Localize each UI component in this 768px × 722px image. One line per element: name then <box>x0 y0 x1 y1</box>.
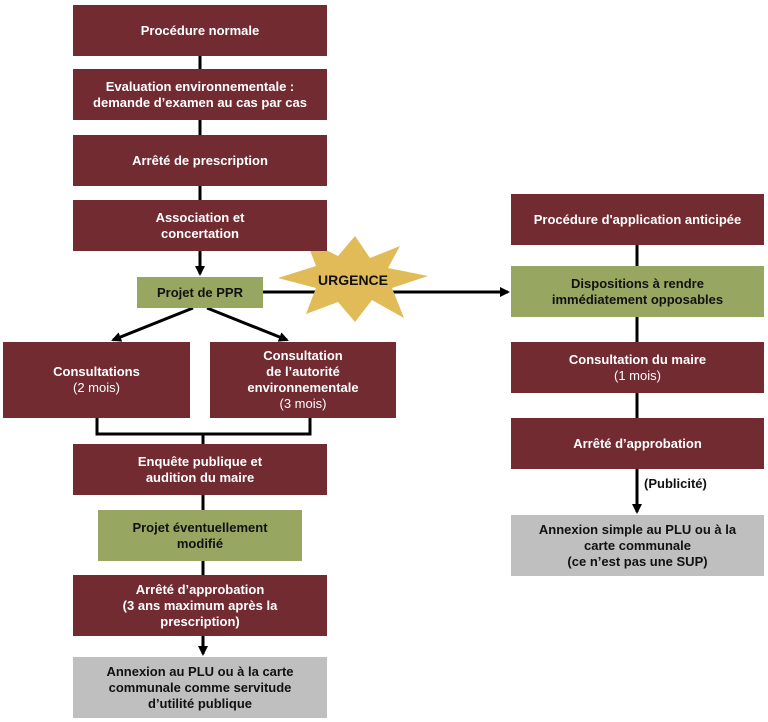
step-label: demande d’examen au cas par cas <box>93 94 307 110</box>
step-arrete-approbation: Arrêté d’approbation (3 ans maximum aprè… <box>73 575 327 636</box>
step-label: immédiatement opposables <box>551 291 724 307</box>
step-annexion-simple: Annexion simple au PLU ou à la carte com… <box>511 515 764 576</box>
step-consultations: Consultations (2 mois) <box>3 342 190 418</box>
step-label: Evaluation environnementale : <box>105 78 295 94</box>
step-label: Arrêté d’approbation <box>573 435 702 451</box>
arrow-to-consultation-ae <box>206 306 289 342</box>
urgence-star-icon <box>278 236 428 322</box>
step-label: concertation <box>160 225 239 241</box>
arrow-to-consultations <box>111 306 194 342</box>
step-label: Consultation du maire <box>568 351 707 367</box>
step-label: Projet éventuellement <box>132 519 268 535</box>
step-procedure-normale: Procédure normale <box>73 5 327 56</box>
step-label: Enquête publique et <box>137 453 263 469</box>
publicite-label: (Publicité) <box>644 476 707 491</box>
step-procedure-anticipee: Procédure d'application anticipée <box>511 194 764 245</box>
step-label: (ce n’est pas une SUP) <box>567 553 708 569</box>
urgence-label: URGENCE <box>318 272 389 288</box>
step-arrete-prescription: Arrêté de prescription <box>73 135 327 186</box>
step-annexion-plu: Annexion au PLU ou à la carte communale … <box>73 657 327 718</box>
step-association-concertation: Association et concertation <box>73 200 327 251</box>
step-label: prescription) <box>160 613 240 629</box>
step-label: Association et <box>155 209 245 225</box>
step-label: Procédure normale <box>140 22 260 38</box>
step-label: de l’autorité <box>266 364 340 379</box>
step-label: (3 ans maximum après la <box>122 597 278 613</box>
step-label: carte communale <box>584 537 691 553</box>
step-label: Annexion au PLU ou à la carte <box>106 663 294 679</box>
step-label: Procédure d'application anticipée <box>533 211 742 227</box>
step-duration: (1 mois) <box>614 367 661 383</box>
step-label: environnementale <box>247 380 359 395</box>
step-label: communale comme servitude <box>108 679 292 695</box>
step-label: Consultation <box>263 348 343 363</box>
step-projet-modifie: Projet éventuellement modifié <box>98 510 302 561</box>
step-duration: (2 mois) <box>73 380 120 395</box>
step-consultation-autorite-environnementale: Consultation de l’autorité environnement… <box>210 342 396 418</box>
step-label: Consultations <box>53 364 140 379</box>
step-duration: (3 mois) <box>279 396 327 411</box>
merge-connector <box>95 418 312 436</box>
step-label: Projet de PPR <box>157 284 243 300</box>
step-label: Dispositions à rendre <box>571 275 704 291</box>
step-label: Arrêté d’approbation <box>135 581 265 597</box>
step-enquete-publique: Enquête publique et audition du maire <box>73 444 327 495</box>
step-projet-ppr: Projet de PPR <box>137 277 263 308</box>
step-label: Arrêté de prescription <box>132 152 268 168</box>
step-label: audition du maire <box>145 469 255 485</box>
step-arrete-approbation-anticipee: Arrêté d’approbation <box>511 418 764 469</box>
step-label: modifié <box>176 535 224 551</box>
step-dispositions-opposables: Dispositions à rendre immédiatement oppo… <box>511 266 764 317</box>
step-consultation-maire: Consultation du maire (1 mois) <box>511 342 764 393</box>
step-label: d’utilité publique <box>148 695 252 711</box>
step-evaluation-environnementale: Evaluation environnementale : demande d’… <box>73 69 327 120</box>
step-label: Annexion simple au PLU ou à la <box>538 521 737 537</box>
